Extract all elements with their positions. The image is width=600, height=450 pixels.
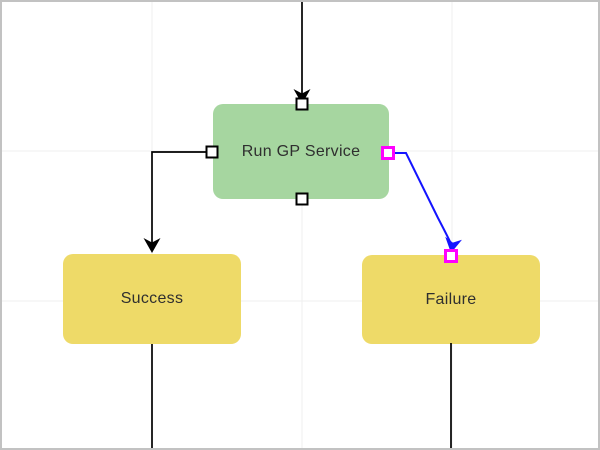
arrowhead-into-success bbox=[143, 238, 161, 253]
default-connectors bbox=[151, 2, 452, 448]
port-run-gp-service-bottom[interactable] bbox=[295, 192, 309, 206]
port-run-gp-service-right-selected[interactable] bbox=[381, 146, 395, 160]
node-success[interactable]: Success bbox=[63, 254, 241, 344]
default-ports bbox=[205, 97, 309, 206]
port-run-gp-service-left[interactable] bbox=[205, 145, 219, 159]
node-label-run-gp-service: Run GP Service bbox=[241, 142, 361, 160]
connector-run-gp-service-to-success[interactable] bbox=[151, 151, 206, 244]
selected-connector-group bbox=[394, 152, 452, 245]
node-label-failure: Failure bbox=[425, 290, 477, 308]
arrowhead-into-run-gp-service bbox=[293, 89, 311, 104]
node-failure[interactable]: Failure bbox=[362, 255, 540, 344]
node-run-gp-service[interactable]: Run GP Service bbox=[213, 104, 389, 199]
selected-arrowhead-group bbox=[445, 236, 462, 253]
default-arrowheads bbox=[143, 89, 311, 253]
selected-ports bbox=[381, 146, 458, 263]
connector-run-gp-service-to-failure-selected[interactable] bbox=[394, 152, 452, 245]
arrowhead-into-failure bbox=[445, 236, 462, 253]
port-run-gp-service-top[interactable] bbox=[295, 97, 309, 111]
node-label-success: Success bbox=[120, 290, 184, 307]
port-failure-top-selected[interactable] bbox=[444, 249, 458, 263]
